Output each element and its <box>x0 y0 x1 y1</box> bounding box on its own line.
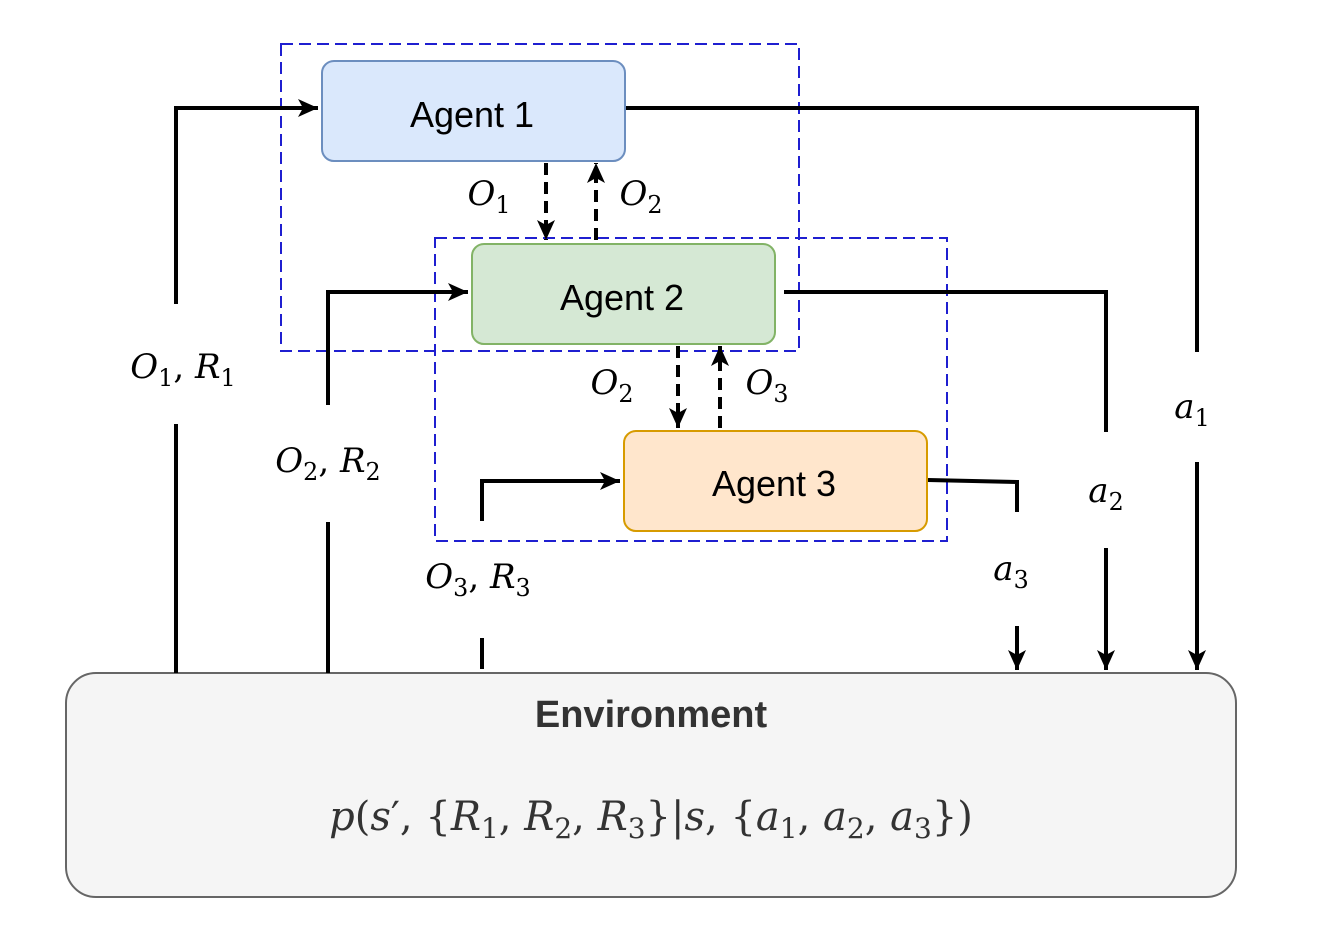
agent2-agent3-group <box>434 237 948 542</box>
label-o2-r2: O2, R2 <box>275 441 380 486</box>
environment-box <box>65 672 1237 898</box>
agent3-box <box>623 430 928 532</box>
obs-path-agent2-upper <box>326 283 468 405</box>
agent1-box <box>321 60 626 162</box>
label-o3-r3: O3, R3 <box>425 557 530 602</box>
environment-formula: p(s′, {R1, R2, R3}|s, {a1, a2, a3}) <box>329 794 973 845</box>
obs-path-agent1-upper <box>174 99 318 304</box>
agent1-label: Agent 1 <box>410 94 534 135</box>
label-comm-o3: O3 <box>745 363 788 408</box>
action-path-agent2-upper <box>784 290 1108 432</box>
label-comm-o2-lower: O2 <box>590 363 633 408</box>
label-a2: a2 <box>1088 471 1123 516</box>
label-comm-o1: O1 <box>467 174 510 219</box>
label-comm-o2-upper: O2 <box>619 174 662 219</box>
action-path-agent1-upper <box>626 106 1199 352</box>
agent1-agent2-group <box>280 43 800 352</box>
obs-path-agent3-upper <box>480 472 620 521</box>
label-a1: a1 <box>1174 387 1209 432</box>
label-a3: a3 <box>993 549 1028 594</box>
agent2-label: Agent 2 <box>560 277 684 318</box>
agent2-box <box>471 243 776 345</box>
action-path-agent3-upper <box>927 478 1019 512</box>
environment-title: Environment <box>535 694 768 736</box>
label-o1-r1: O1, R1 <box>130 347 235 392</box>
agent3-label: Agent 3 <box>712 463 836 504</box>
